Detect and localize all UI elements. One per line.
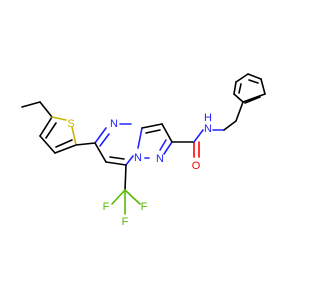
bond-thiophene-pyrimidine <box>75 142 96 146</box>
bond-ethyl-ch3 <box>21 101 41 108</box>
bond-c7-cf3 <box>124 164 127 191</box>
bond-pyrazole-c2-n1-double <box>159 139 167 151</box>
atom-nitrogen-pyrazole: N <box>156 153 164 165</box>
bond-thiophene-c5-c4 <box>39 116 53 137</box>
bond-phenyl-4 <box>247 73 262 80</box>
bond-phenyl-1 <box>233 93 244 103</box>
bond-carbonyl-nh <box>193 129 204 143</box>
bond-pyrazole-c3-c2 <box>161 123 173 143</box>
bond-bridge-n-c3a <box>137 127 143 149</box>
bond-cf3-f-left <box>111 189 126 205</box>
bond-thiophene-c3-c2-double <box>55 139 73 148</box>
atom-sulfur: S <box>67 118 74 130</box>
atom-nitrogen-pyrimidine: N <box>110 118 118 130</box>
molecule-structure-diagram: S N N N O N H F F F <box>21 73 266 228</box>
bond-pyrazole-c2-n1 <box>163 141 173 155</box>
bond-pyrazole-c3a-c3 <box>141 123 163 129</box>
bond-pyrimidine-c5-n4 <box>94 127 107 144</box>
bond-pyrimidine-c5-n4-double <box>99 133 110 147</box>
bond-phenyl-6-double <box>244 96 261 104</box>
bond-phenyl-2-double <box>238 83 242 94</box>
bond-phenyl-3 <box>235 73 249 83</box>
bond-thiophene-c5-c4-double <box>45 122 57 139</box>
bond-propyl-1 <box>223 120 237 131</box>
atom-fluorine-left: F <box>103 201 110 213</box>
bond-propyl-2 <box>235 101 244 122</box>
bond-pyrimidine-c6-c7-double <box>109 156 125 160</box>
bond-thiophene-s-c5 <box>51 116 67 121</box>
bond-cf3-f-right <box>124 189 141 205</box>
bond-thiophene-c4-c3 <box>39 135 56 154</box>
atom-nitrogen-amide: N <box>204 123 212 135</box>
bond-phenyl-2 <box>233 81 237 95</box>
atom-fluorine-bottom: F <box>122 216 129 228</box>
bond-ethyl-ch2 <box>39 101 53 118</box>
bond-pyrimidine-c5-c6 <box>94 142 107 163</box>
atom-hydrogen-amide: H <box>204 112 212 124</box>
bond-thiophene-c2-s <box>71 126 77 146</box>
bond-pyrimidine-c6-c7 <box>105 161 127 166</box>
bond-phenyl-6 <box>242 93 266 103</box>
atom-nitrogen-bridge: N <box>134 152 142 164</box>
atom-fluorine-right: F <box>141 201 148 213</box>
bond-pyrimidine-c7-n-bridge <box>125 155 134 166</box>
bond-phenyl-4-double <box>248 79 259 84</box>
bonds <box>21 73 266 215</box>
atom-oxygen: O <box>192 160 201 172</box>
bond-thiophene-c3-c2 <box>54 144 77 154</box>
atom-labels: S N N N O N H F F F <box>67 112 212 228</box>
bond-phenyl-5 <box>260 78 266 95</box>
bond-pyrazole-c3a-c3-double <box>145 129 161 134</box>
